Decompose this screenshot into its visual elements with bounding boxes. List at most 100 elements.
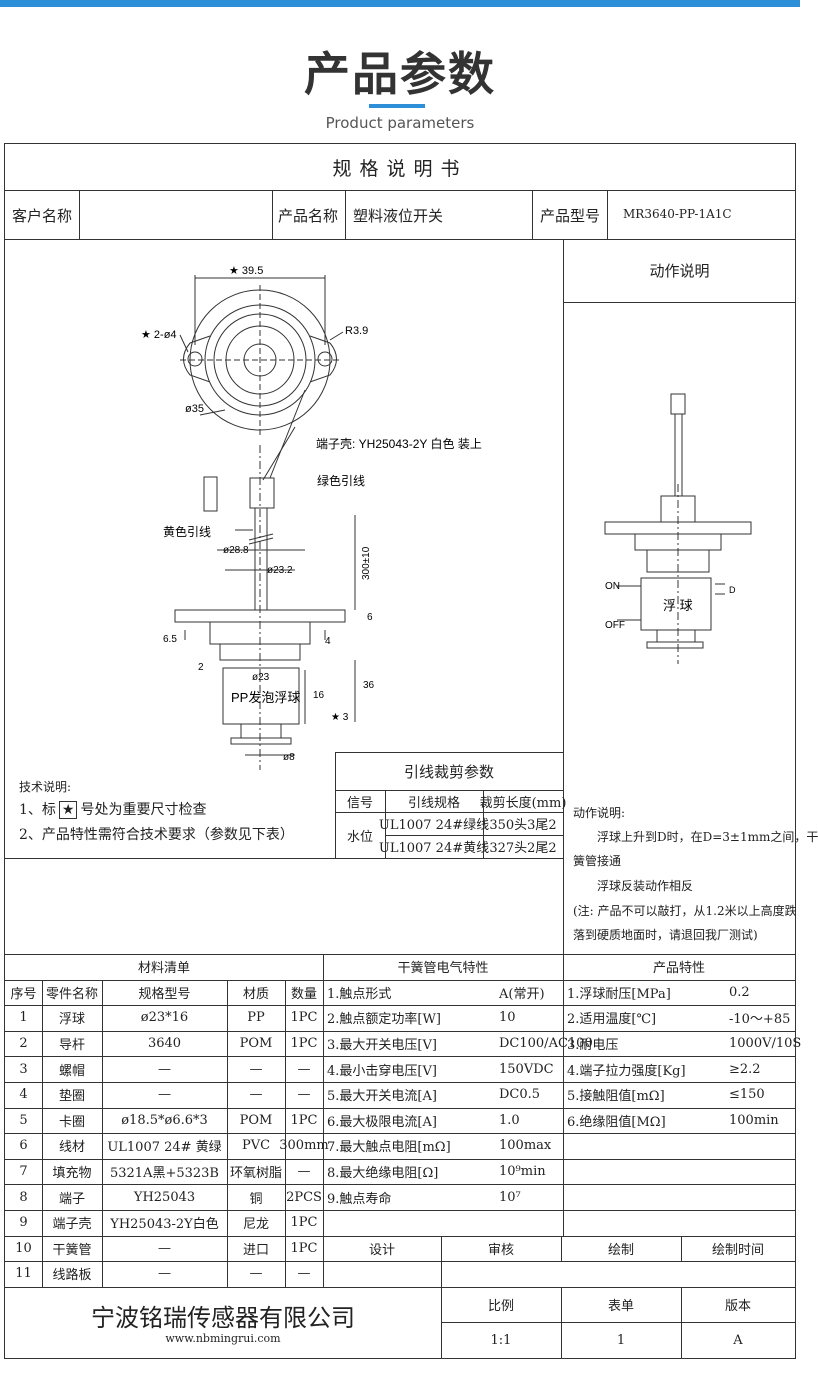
bom-cell: 螺帽	[58, 1063, 85, 1079]
wire-row-spec: UL1007 24#绿线	[378, 818, 490, 833]
bom-cell: ø18.5*ø6.6*3	[121, 1112, 208, 1128]
tech-note-2: 2、产品特性需符合技术要求（参数见下表）	[19, 827, 294, 843]
bom-cell: 铜	[249, 1191, 263, 1207]
bom-cell: 4	[19, 1087, 28, 1103]
form-label: 表单	[607, 1299, 634, 1315]
dim-300: 300±10	[361, 546, 372, 580]
action-desc-1a: 浮球上升到D时，在D=3±1mm之间，干	[597, 830, 818, 844]
reed-param: 7.最大触点电阻[mΩ]	[327, 1140, 451, 1156]
bom-cell: 浮球	[58, 1012, 85, 1028]
action-desc-3b: 落到硬质地面时，请退回我厂测试)	[573, 928, 758, 942]
bom-cell: 6	[19, 1138, 28, 1154]
action-off: OFF	[605, 620, 625, 631]
dim-3: ★ 3	[331, 712, 349, 723]
product-value: ≤150	[729, 1087, 765, 1103]
dim-width: ★ 39.5	[229, 265, 263, 277]
action-on: ON	[605, 581, 620, 592]
reed-value: 10⁹min	[499, 1164, 546, 1180]
bom-cell: 2PCS	[286, 1189, 322, 1205]
reed-param: 6.最大极限电流[A]	[327, 1114, 437, 1130]
model-label: 产品型号	[540, 207, 601, 225]
dim-36: 36	[363, 680, 375, 691]
bom-header: 零件名称	[45, 986, 98, 1002]
bom-cell: 尼龙	[242, 1217, 269, 1233]
dim-4: 4	[325, 636, 331, 647]
version-value: A	[733, 1332, 743, 1348]
dim-16: 16	[313, 690, 325, 701]
signoff-design: 设计	[368, 1242, 395, 1258]
bom-cell: 3640	[147, 1036, 182, 1052]
action-d: D	[729, 585, 736, 595]
signoff-review: 审核	[487, 1242, 514, 1258]
reed-value: DC100/AC100	[499, 1036, 593, 1052]
reed-value: A(常开)	[499, 986, 545, 1002]
product-param: 6.绝缘阻值[MΩ]	[567, 1114, 666, 1130]
product-param: 2.适用温度[℃]	[567, 1012, 657, 1028]
bom-cell: —	[297, 1266, 311, 1282]
bom-header: 数量	[290, 986, 317, 1002]
bom-cell: 1PC	[290, 1215, 318, 1231]
dim-8: ø8	[283, 752, 295, 763]
bom-cell: 垫圈	[58, 1089, 85, 1105]
product-value: 100min	[729, 1112, 779, 1128]
technical-drawing: ★ 39.5 ★ 2-ø4 R3.9 ø35 端子壳: YH25043-2Y 白…	[141, 265, 482, 770]
bom-cell: —	[249, 1087, 263, 1103]
action-diagram: ON OFF D 浮 球	[604, 393, 752, 664]
float-label: PP发泡浮球	[231, 690, 300, 705]
bom-cell: —	[297, 1087, 311, 1103]
dim-outer: ø35	[185, 403, 204, 415]
page-subtitle: Product parameters	[325, 114, 475, 132]
dim-288: ø28.8	[223, 545, 249, 556]
reed-param: 8.最大绝缘电阻[Ω]	[327, 1166, 439, 1182]
bom-cell: 2	[19, 1036, 28, 1052]
bom-cell: 进口	[242, 1242, 269, 1258]
bom-header: 材质	[242, 986, 269, 1002]
reed-param: 1.触点形式	[327, 986, 392, 1002]
form-value: 1	[616, 1332, 626, 1348]
dim-holes: ★ 2-ø4	[141, 329, 177, 341]
product-name-label: 产品名称	[278, 207, 339, 225]
bom-title: 材料清单	[137, 961, 190, 977]
wire-row-spec: UL1007 24#黄线	[378, 841, 490, 856]
reed-value: 100max	[499, 1138, 552, 1154]
page-title: 产品参数	[304, 47, 496, 101]
scale-label: 比例	[487, 1299, 514, 1315]
product-value: 0.2	[729, 984, 750, 1000]
bom-cell: —	[249, 1061, 263, 1077]
reed-param: 3.最大开关电压[V]	[327, 1038, 437, 1054]
bom-cell: YH25043-2Y白色	[110, 1217, 219, 1233]
bom-cell: —	[158, 1087, 171, 1103]
bom-cell: 1PC	[290, 1112, 318, 1128]
bom-cell: ø23*16	[140, 1010, 189, 1026]
version-label: 版本	[724, 1299, 751, 1315]
product-name: 塑料液位开关	[353, 207, 444, 225]
bom-cell: —	[158, 1266, 171, 1282]
customer-label: 客户名称	[12, 207, 73, 225]
bom-cell: 干簧管	[52, 1242, 92, 1258]
product-param: 4.端子拉力强度[Kg]	[567, 1063, 686, 1079]
dim-6: 6	[367, 612, 373, 623]
wire-row-length: 350头3尾2	[489, 818, 557, 833]
bom-cell: POM	[239, 1036, 273, 1052]
wire-header-spec: 引线规格	[407, 795, 460, 811]
green-wire-label: 绿色引线	[317, 473, 365, 488]
tech-notes-title: 技术说明:	[19, 780, 72, 794]
bom-header: 序号	[10, 986, 37, 1002]
dim-radius: R3.9	[345, 325, 368, 337]
bom-cell: 10	[15, 1240, 32, 1256]
product-value: -10～+85	[729, 1012, 791, 1028]
bom-cell: 3	[19, 1061, 28, 1077]
bom-cell: —	[249, 1266, 263, 1282]
reed-param: 5.最大开关电流[A]	[327, 1089, 437, 1105]
action-title: 动作说明	[649, 262, 710, 280]
bom-cell: 9	[19, 1215, 28, 1231]
wire-header-length: 裁剪长度(mm)	[479, 795, 567, 811]
reed-value: 10⁷	[499, 1189, 521, 1205]
bom-cell: 5	[19, 1112, 28, 1128]
sheet-title: 规格说明书	[332, 158, 468, 180]
reed-value: 10	[499, 1010, 516, 1026]
model-value: MR3640-PP-1A1C	[623, 207, 732, 221]
signoff-draw: 绘制	[607, 1242, 634, 1258]
product-param: 3.耐电压	[567, 1038, 619, 1054]
bom-header: 规格型号	[138, 986, 191, 1002]
